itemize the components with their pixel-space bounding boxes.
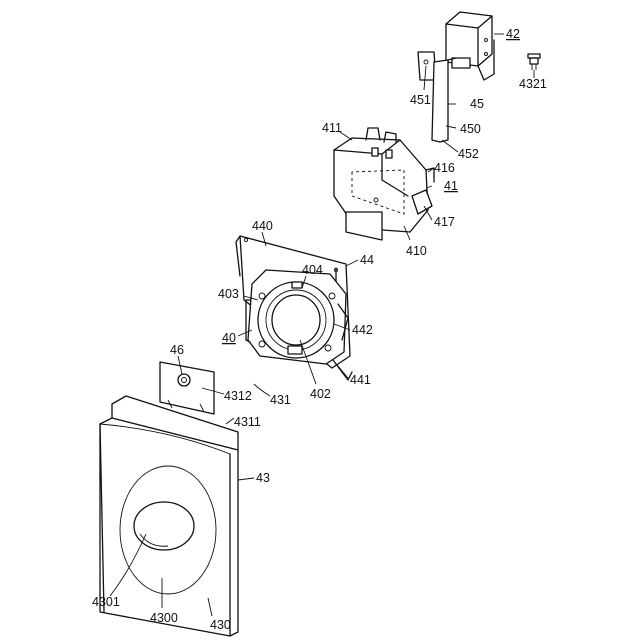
- label-45: 45: [470, 97, 484, 111]
- label-430: 430: [210, 618, 231, 632]
- label-46: 46: [170, 343, 184, 357]
- label-4311: 4311: [234, 415, 261, 429]
- label-417: 417: [434, 215, 455, 229]
- label-441: 441: [350, 373, 371, 387]
- label-440: 440: [252, 219, 273, 233]
- label-442: 442: [352, 323, 373, 337]
- label-416: 416: [434, 161, 455, 175]
- label-402: 402: [310, 387, 331, 401]
- part-42-motor-block: [446, 12, 494, 80]
- label-40: 40: [222, 331, 236, 345]
- part-41-drive-unit: [334, 128, 434, 240]
- label-451: 451: [410, 93, 431, 107]
- part-43-front-cover: [100, 362, 238, 636]
- label-43: 43: [256, 471, 270, 485]
- label-4312: 4312: [224, 389, 252, 403]
- label-403: 403: [218, 287, 239, 301]
- label-450: 450: [460, 122, 481, 136]
- label-44: 44: [360, 253, 374, 267]
- label-4300: 4300: [150, 611, 178, 625]
- label-404: 404: [302, 263, 323, 277]
- label-431: 431: [270, 393, 291, 407]
- label-411: 411: [322, 121, 342, 135]
- part-4321-screw: [528, 54, 540, 70]
- label-42: 42: [506, 27, 520, 41]
- label-4301: 4301: [92, 595, 120, 609]
- label-410: 410: [406, 244, 427, 258]
- label-4321: 4321: [519, 77, 547, 91]
- label-41: 41: [444, 179, 458, 193]
- label-452: 452: [458, 147, 479, 161]
- part-40-iris-unit: [246, 270, 348, 364]
